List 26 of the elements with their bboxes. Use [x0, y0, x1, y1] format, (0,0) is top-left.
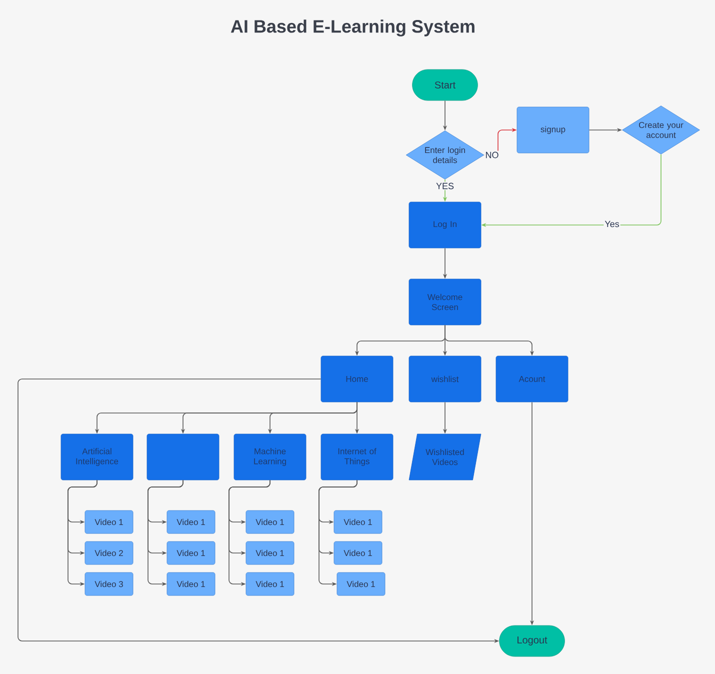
edge-label: Yes — [604, 220, 620, 228]
edge-label: NO — [486, 152, 498, 158]
video-box: Video 3 — [84, 572, 134, 596]
process-box: Welcome Screen — [408, 278, 482, 326]
video-box: Video 1 — [166, 541, 216, 565]
video-box: Video 1 — [166, 510, 216, 534]
video-box: Video 1 — [246, 541, 294, 565]
process-box: signup — [516, 106, 590, 154]
process-box: Artificial Intelligence — [60, 434, 134, 480]
video-box: Video 1 — [84, 510, 134, 534]
process-box: Machine Learning — [234, 434, 306, 480]
video-box: Video 1 — [336, 572, 386, 596]
process-box: Log In — [408, 202, 482, 248]
process-box: Acount — [496, 356, 568, 402]
video-box: Video 1 — [334, 510, 382, 534]
process-box: Home — [320, 356, 394, 402]
process-box — [146, 434, 220, 480]
video-box: Video 1 — [246, 572, 294, 596]
video-box: Video 1 — [334, 541, 382, 565]
video-box: Video 1 — [246, 510, 294, 534]
edge-label: YES — [436, 182, 454, 190]
video-box: Video 1 — [166, 572, 216, 596]
title: AI Based E-Learning System — [230, 20, 474, 36]
process-box: wishlist — [408, 356, 482, 402]
video-box: Video 2 — [84, 541, 134, 565]
process-box: Internet of Things — [320, 434, 394, 480]
